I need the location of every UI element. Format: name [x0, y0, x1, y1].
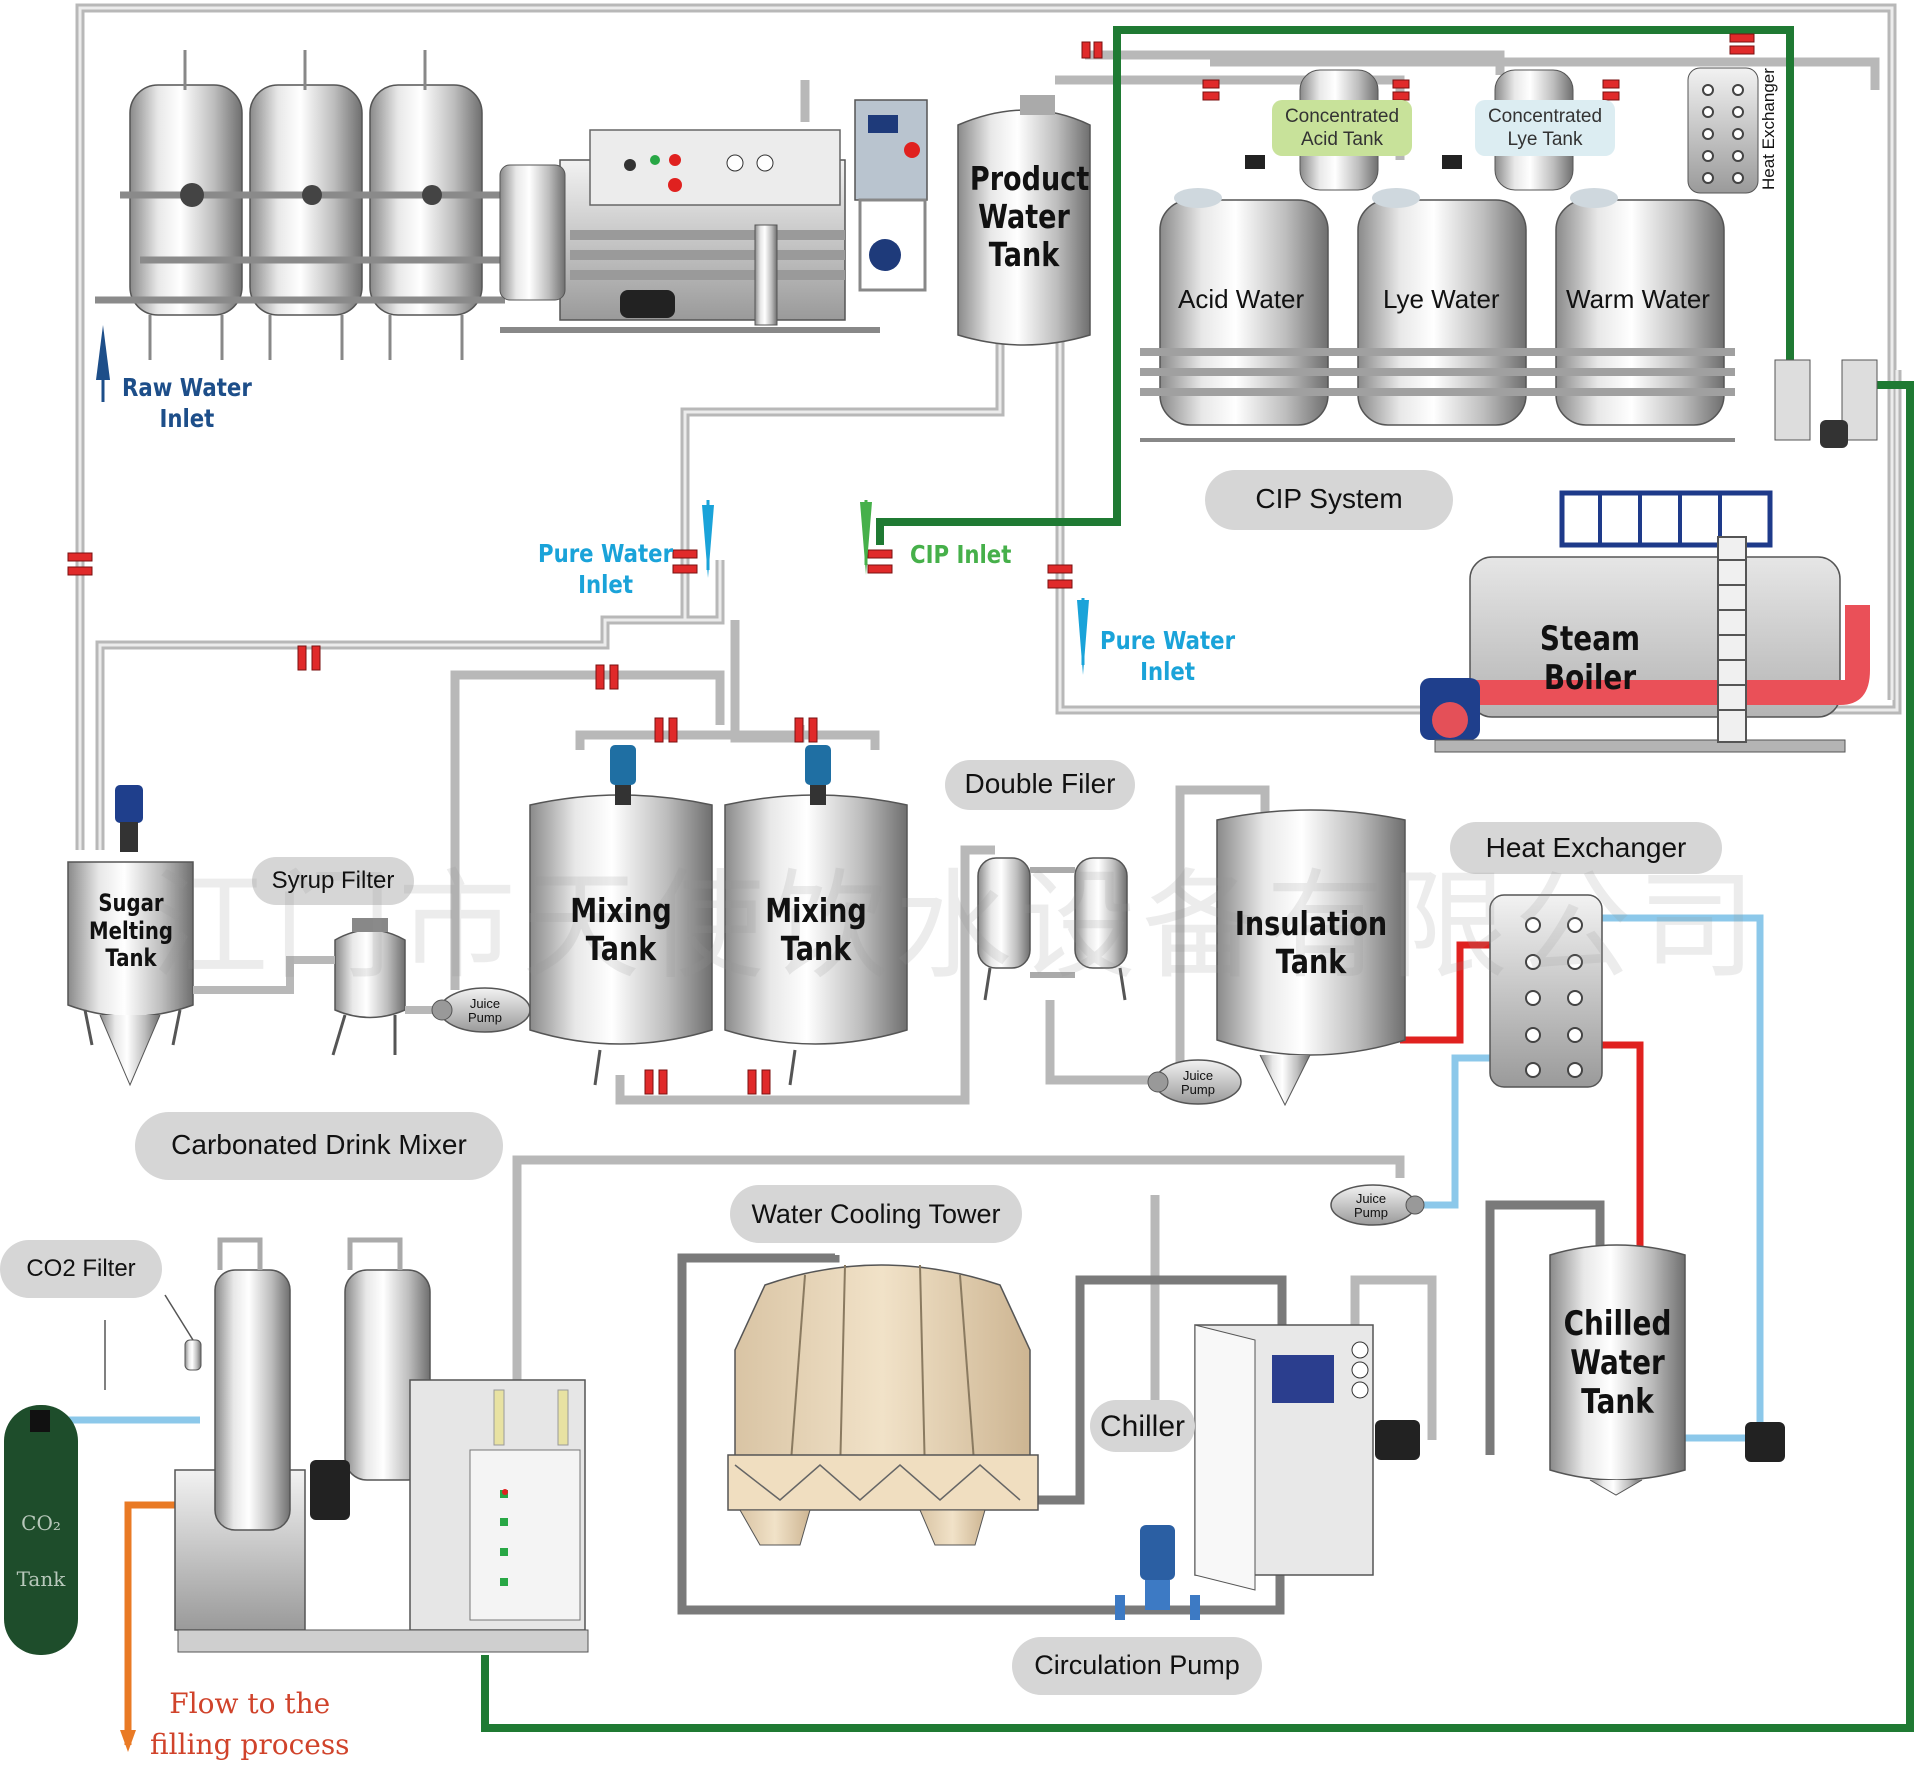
- double-filter: [977, 857, 1128, 1001]
- heat-exchanger-top-label: Heat Exchanger: [1759, 68, 1778, 190]
- insulation-tank: [1216, 809, 1406, 1107]
- juice-pump-1: [431, 987, 531, 1033]
- carbonated-drink-mixer: [164, 1237, 589, 1653]
- circulation-pump: [1115, 1525, 1200, 1620]
- mixer-pill: [135, 1112, 503, 1180]
- co2-tank: [4, 1405, 78, 1655]
- watermark: 江门市天使饮水设备有限公司: [150, 857, 1763, 995]
- steam-boiler-label: Steam Boiler: [1539, 619, 1641, 699]
- cooling-loop-pipes: [677, 1200, 1605, 1615]
- co2-filter-pill: [0, 1240, 162, 1298]
- filling-flow-pipe: [124, 1501, 175, 1745]
- chiller-pill: [1090, 1400, 1195, 1452]
- sugar-melting-tank: [67, 785, 194, 1087]
- water-cooling-tower-label: Water Cooling Tower: [751, 1199, 1001, 1229]
- uv-sterilizer: [854, 99, 928, 292]
- chiller-unit: [1194, 1324, 1420, 1591]
- ro-system: [499, 129, 880, 333]
- acid-water-label: Acid Water: [1178, 284, 1305, 314]
- water-cooling-tower: [727, 1264, 1039, 1546]
- double-filer-label: Double Filer: [964, 768, 1116, 799]
- cip-green-pipes: [481, 26, 1914, 1732]
- chilled-water-tank: [1549, 1244, 1785, 1496]
- acid-tank-label-bg: [1272, 100, 1412, 156]
- product-water-tank: [957, 95, 1091, 346]
- lye-water-label: Lye Water: [1383, 284, 1500, 314]
- mixing-tank-1-label: Mixing Tank: [570, 891, 672, 968]
- heat-exchanger-pill: [1450, 822, 1722, 874]
- mixing-tanks: [529, 745, 908, 1086]
- chiller-label: Chiller: [1099, 1410, 1186, 1443]
- syrup-filter-pill: [252, 857, 414, 905]
- pipe-valves: [67, 33, 1755, 1095]
- double-filer-pill: [945, 760, 1135, 810]
- chilled-water-pipes: [50, 914, 1764, 1442]
- lye-tank-label-bg: [1475, 100, 1615, 156]
- circulation-pump-label: Circulation Pump: [1034, 1650, 1240, 1680]
- cip-system-pill: [1205, 470, 1453, 530]
- circulation-pump-pill: [1012, 1637, 1262, 1695]
- cip-inlet-label: CIP Inlet: [910, 540, 1012, 569]
- warm-water-label: Warm Water: [1566, 284, 1710, 314]
- heat-exchanger-plate: [1489, 894, 1603, 1088]
- juice-pump-2: [1147, 1059, 1242, 1105]
- steam-boiler: [1420, 490, 1870, 753]
- cip-system: [1140, 67, 1878, 448]
- filling-arrow-icon: [120, 1730, 136, 1752]
- heat-exchanger-mid-label: Heat Exchanger: [1485, 832, 1687, 863]
- syrup-filter-label: Syrup Filter: [271, 867, 395, 894]
- cooling-tower-pill: [730, 1185, 1022, 1243]
- mixing-tank-2-label: Mixing Tank: [765, 891, 867, 968]
- syrup-filter: [193, 918, 440, 1056]
- co2-filter-label: CO2 Filter: [26, 1255, 136, 1282]
- juice-pump-3: [1330, 1184, 1425, 1226]
- carbonated-drink-mixer-label: Carbonated Drink Mixer: [171, 1129, 467, 1160]
- raw-water-filters: [95, 50, 545, 360]
- cip-system-label: CIP System: [1255, 483, 1403, 514]
- gray-pipe-highlights: [78, 6, 1899, 850]
